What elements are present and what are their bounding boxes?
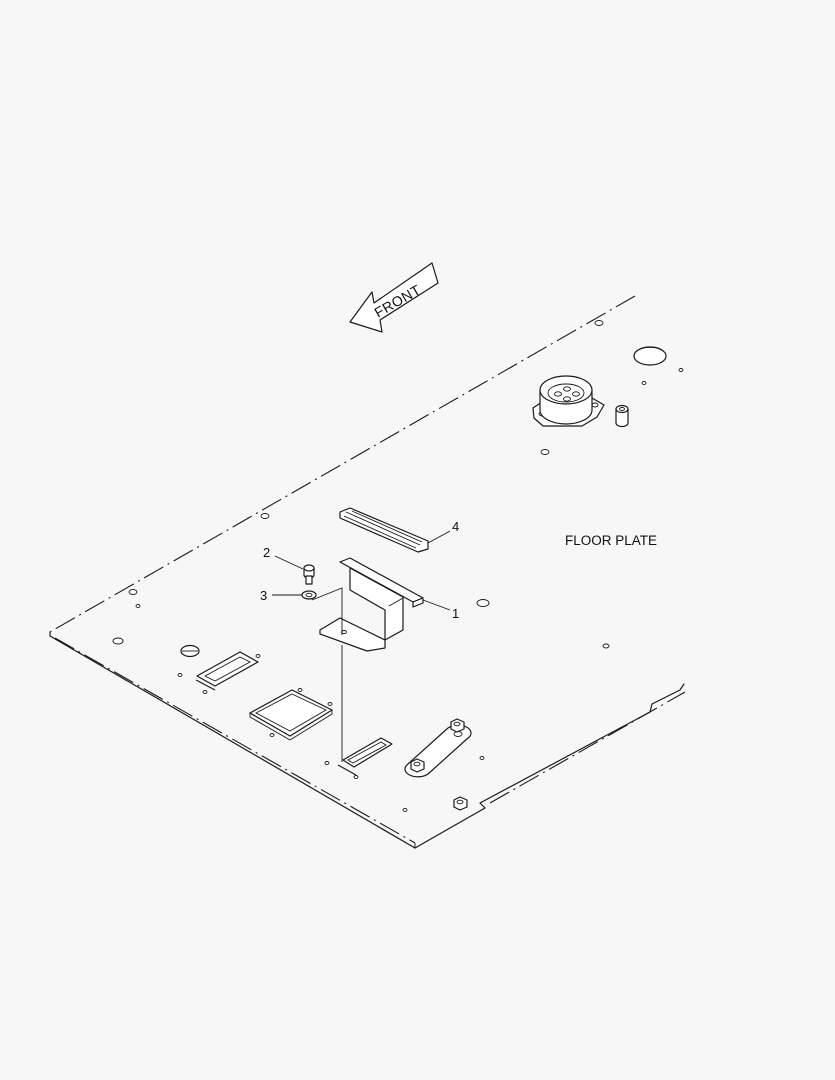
floor-plate-outline (49, 295, 686, 849)
front-arrow: FRONT (349, 262, 439, 333)
rect-cover-center (249, 689, 333, 741)
callout-1: 1 (452, 606, 459, 621)
callout-3: 3 (260, 588, 267, 603)
assembly-guide-line (311, 587, 343, 762)
leader-lines (272, 530, 451, 611)
flanged-socket (532, 375, 605, 427)
callout-2: 2 (263, 545, 270, 560)
callout-4: 4 (452, 519, 459, 534)
hex-nut-bottom (453, 796, 468, 811)
step-bracket-part-1 (319, 557, 424, 652)
bolt-part-2 (303, 564, 315, 585)
floor-plate-title: FLOOR PLATE (565, 533, 657, 548)
step-pad-part-4 (339, 507, 429, 553)
hex-nut-upper (450, 718, 465, 733)
slot-cover-left (180, 644, 259, 691)
washer-part-3 (301, 590, 317, 600)
round-cover (633, 346, 667, 366)
slot-cover-right (337, 737, 393, 776)
hex-nut-lower (410, 758, 425, 773)
spacer-tube (615, 404, 629, 428)
plate-holes (112, 320, 684, 812)
